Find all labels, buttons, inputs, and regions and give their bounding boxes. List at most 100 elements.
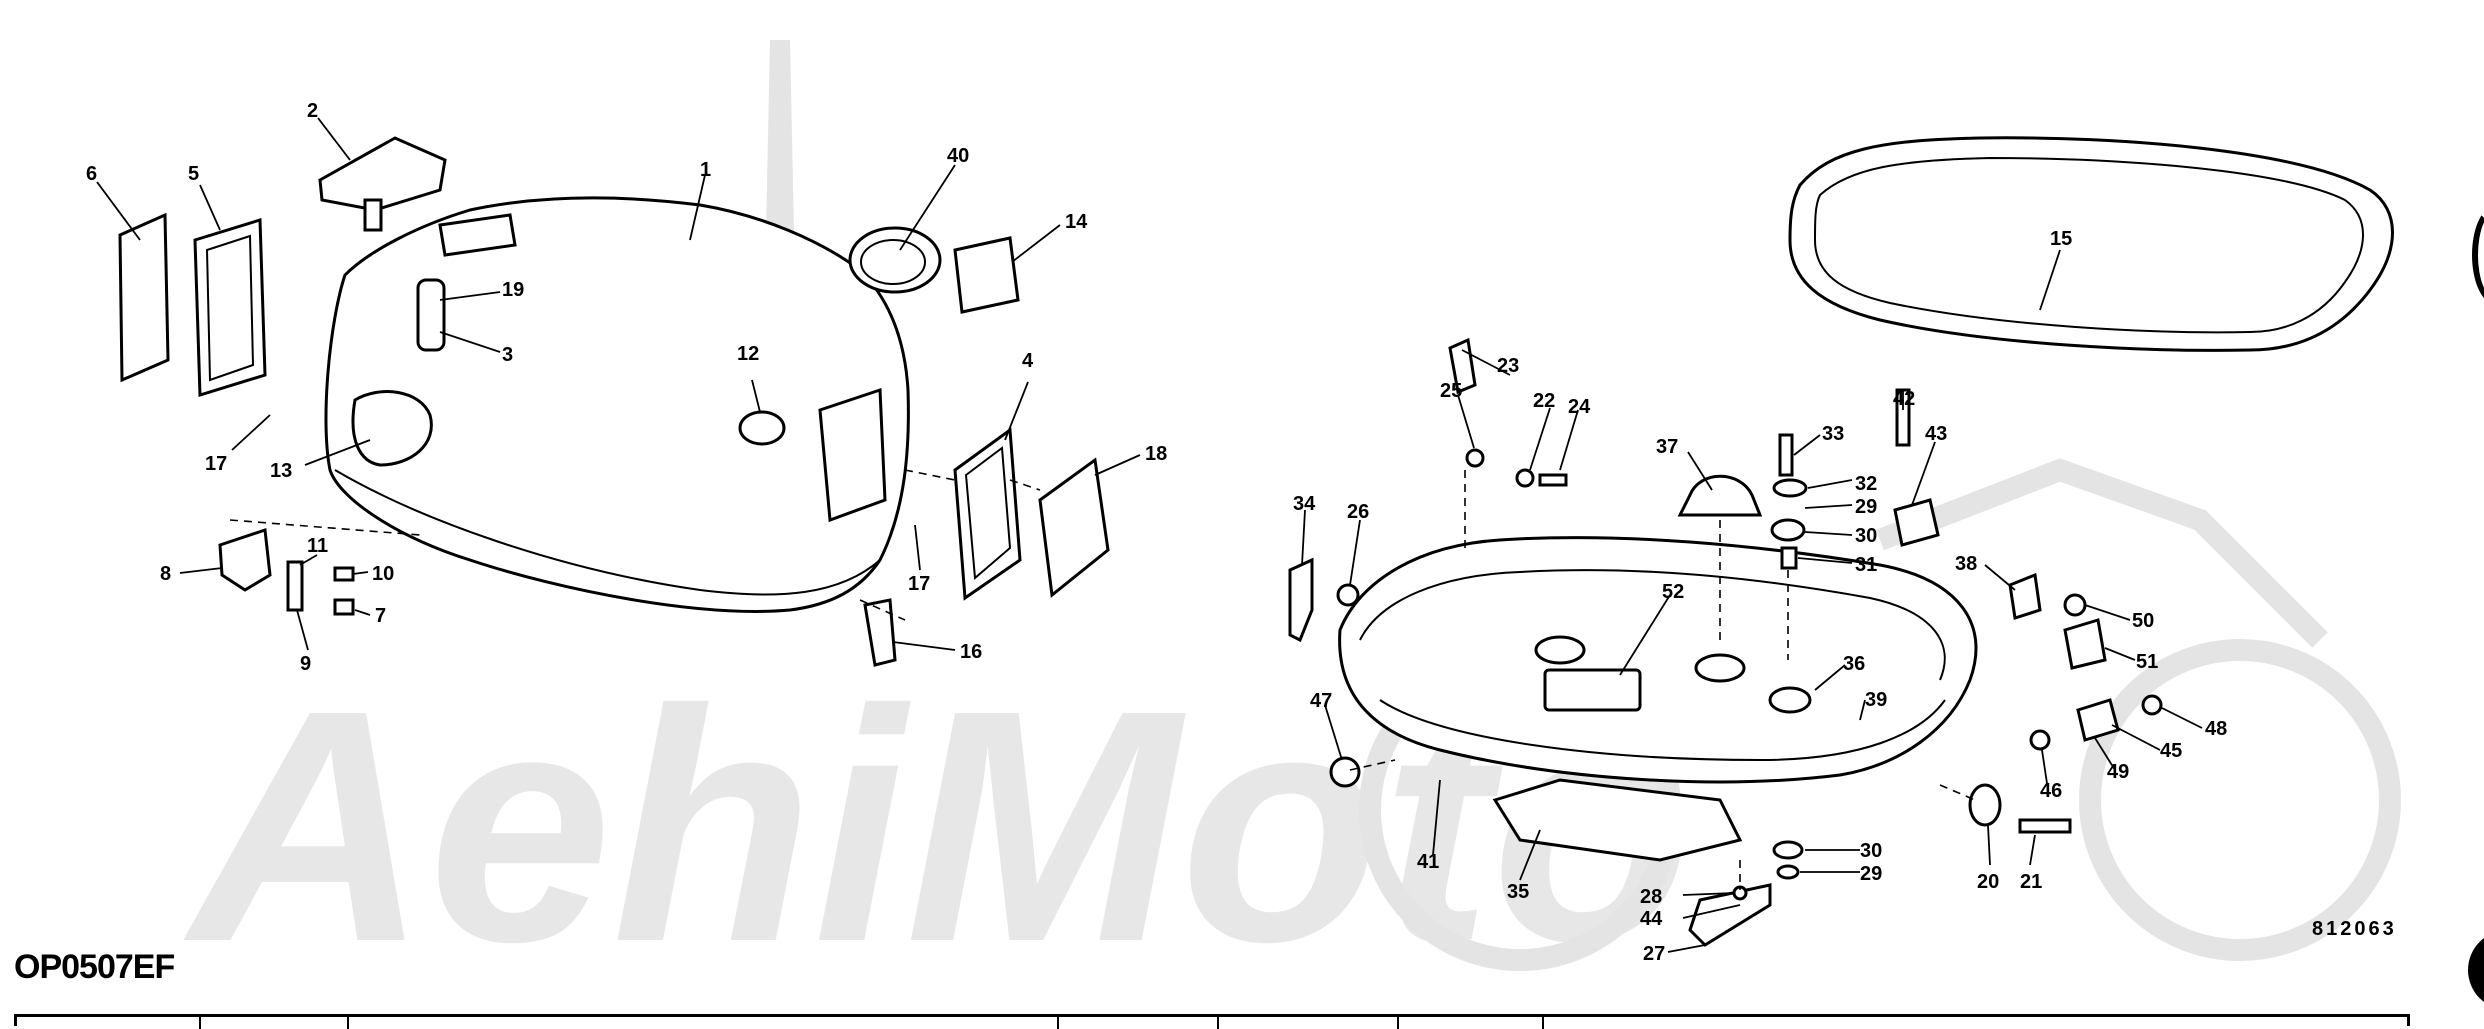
lower-pan-rim bbox=[1359, 569, 1946, 681]
cover-grommet bbox=[738, 410, 786, 446]
leader-37 bbox=[1687, 451, 1713, 491]
leader-8 bbox=[179, 567, 223, 574]
leader-20 bbox=[1987, 824, 1991, 866]
part-40-cable-inner bbox=[860, 239, 926, 285]
table-divider bbox=[1057, 1017, 1059, 1029]
part-20-roller bbox=[1968, 783, 2002, 827]
leader-29a bbox=[1804, 504, 1853, 509]
leader-13 bbox=[304, 439, 371, 466]
callout-24: 24 bbox=[1568, 396, 1591, 418]
leader-12 bbox=[751, 379, 761, 413]
watermark-frame bbox=[1876, 458, 2328, 648]
callout-16: 16 bbox=[960, 641, 982, 663]
callout-7: 7 bbox=[375, 605, 386, 627]
part-6-panel bbox=[118, 212, 170, 383]
part-16-clip bbox=[863, 598, 897, 667]
callout-29b: 29 bbox=[1860, 863, 1882, 885]
callout-45: 45 bbox=[2160, 740, 2182, 762]
callout-33: 33 bbox=[1822, 423, 1844, 445]
leader-30a bbox=[1804, 531, 1853, 536]
callout-29a: 29 bbox=[1855, 496, 1877, 518]
callout-37: 37 bbox=[1656, 436, 1678, 458]
leader-45 bbox=[2111, 724, 2161, 751]
leader-35 bbox=[1519, 829, 1541, 881]
callout-49: 49 bbox=[2107, 761, 2129, 783]
leader-21 bbox=[2029, 834, 2036, 866]
cover-vent-top bbox=[438, 213, 517, 257]
callout-30b: 30 bbox=[1860, 840, 1882, 862]
leader-44 bbox=[1682, 904, 1741, 919]
leader-lines bbox=[96, 117, 2203, 953]
callout-43: 43 bbox=[1925, 423, 1947, 445]
pan-boss-1 bbox=[1534, 635, 1586, 665]
leader-49 bbox=[2094, 737, 2116, 771]
part-21-pin bbox=[2018, 818, 2072, 834]
leader-22 bbox=[1529, 407, 1551, 471]
callout-32: 32 bbox=[1855, 473, 1877, 495]
callout-21: 21 bbox=[2020, 871, 2042, 893]
leader-52 bbox=[1619, 594, 1671, 676]
callout-3: 3 bbox=[502, 344, 513, 366]
callouts: 1 2 3 4 5 6 7 8 9 10 11 12 13 14 15 16 1… bbox=[86, 100, 2227, 965]
lower-pan-base bbox=[1379, 699, 1946, 762]
part-43-latch bbox=[1893, 498, 1940, 547]
leader-36 bbox=[1814, 664, 1846, 691]
cover-lip bbox=[334, 469, 881, 596]
cover-vent-right bbox=[818, 387, 887, 523]
callout-39: 39 bbox=[1865, 689, 1887, 711]
part-31-sleeve bbox=[1780, 546, 1798, 570]
engine-cover-group bbox=[324, 196, 910, 613]
part-50-knob bbox=[2063, 593, 2087, 617]
part-5-frame bbox=[193, 217, 267, 398]
part-15-seal-inner bbox=[1813, 156, 2364, 334]
watermark-wheel-right bbox=[2079, 639, 2401, 961]
leader-5 bbox=[199, 184, 221, 231]
callout-50: 50 bbox=[2132, 610, 2154, 632]
part-47-grommet bbox=[1329, 756, 1361, 788]
cover-decal bbox=[351, 390, 433, 467]
callout-44: 44 bbox=[1640, 908, 1663, 930]
leader-51 bbox=[2104, 647, 2136, 661]
callout-42: 42 bbox=[1893, 388, 1915, 410]
callout-13: 13 bbox=[270, 460, 292, 482]
leader-1 bbox=[689, 174, 706, 241]
leader-10 bbox=[352, 571, 369, 575]
callout-10: 10 bbox=[372, 563, 394, 585]
leader-31 bbox=[1797, 557, 1853, 564]
part-10-screw bbox=[333, 566, 355, 582]
leader-18 bbox=[1094, 454, 1141, 476]
part-29b-washer bbox=[1776, 864, 1800, 880]
leader-6 bbox=[96, 181, 141, 241]
leader-19 bbox=[439, 291, 501, 301]
part-8-bracket bbox=[218, 527, 272, 592]
part-52-plate bbox=[1543, 668, 1642, 712]
callout-5: 5 bbox=[188, 163, 199, 185]
part-15-seal bbox=[1788, 136, 2394, 352]
part-51-latch bbox=[2063, 618, 2107, 670]
drawing-code: 812063 bbox=[2312, 918, 2397, 940]
table-divider bbox=[199, 1017, 201, 1029]
parts-table-header bbox=[14, 1014, 2410, 1029]
leader-23 bbox=[1461, 349, 1511, 376]
leader-17a bbox=[231, 414, 271, 451]
leader-46 bbox=[2041, 749, 2049, 791]
callout-11: 11 bbox=[307, 535, 328, 557]
callout-52: 52 bbox=[1662, 581, 1684, 603]
callout-6: 6 bbox=[86, 163, 97, 185]
leader-26 bbox=[1349, 519, 1361, 586]
part-38-clip bbox=[2008, 572, 2042, 620]
assembly-line-9 bbox=[1939, 784, 1976, 801]
leader-17b bbox=[914, 524, 921, 571]
part-46-nut bbox=[2029, 729, 2051, 751]
table-divider bbox=[347, 1017, 349, 1029]
callout-31: 31 bbox=[1855, 554, 1877, 576]
leader-33 bbox=[1793, 434, 1821, 456]
callout-46: 46 bbox=[2040, 780, 2062, 802]
leader-2 bbox=[317, 117, 351, 161]
callout-40: 40 bbox=[947, 145, 969, 167]
assembly-line-2 bbox=[904, 469, 956, 481]
callout-34: 34 bbox=[1293, 493, 1316, 515]
callout-20: 20 bbox=[1977, 871, 1999, 893]
callout-27: 27 bbox=[1643, 943, 1665, 965]
